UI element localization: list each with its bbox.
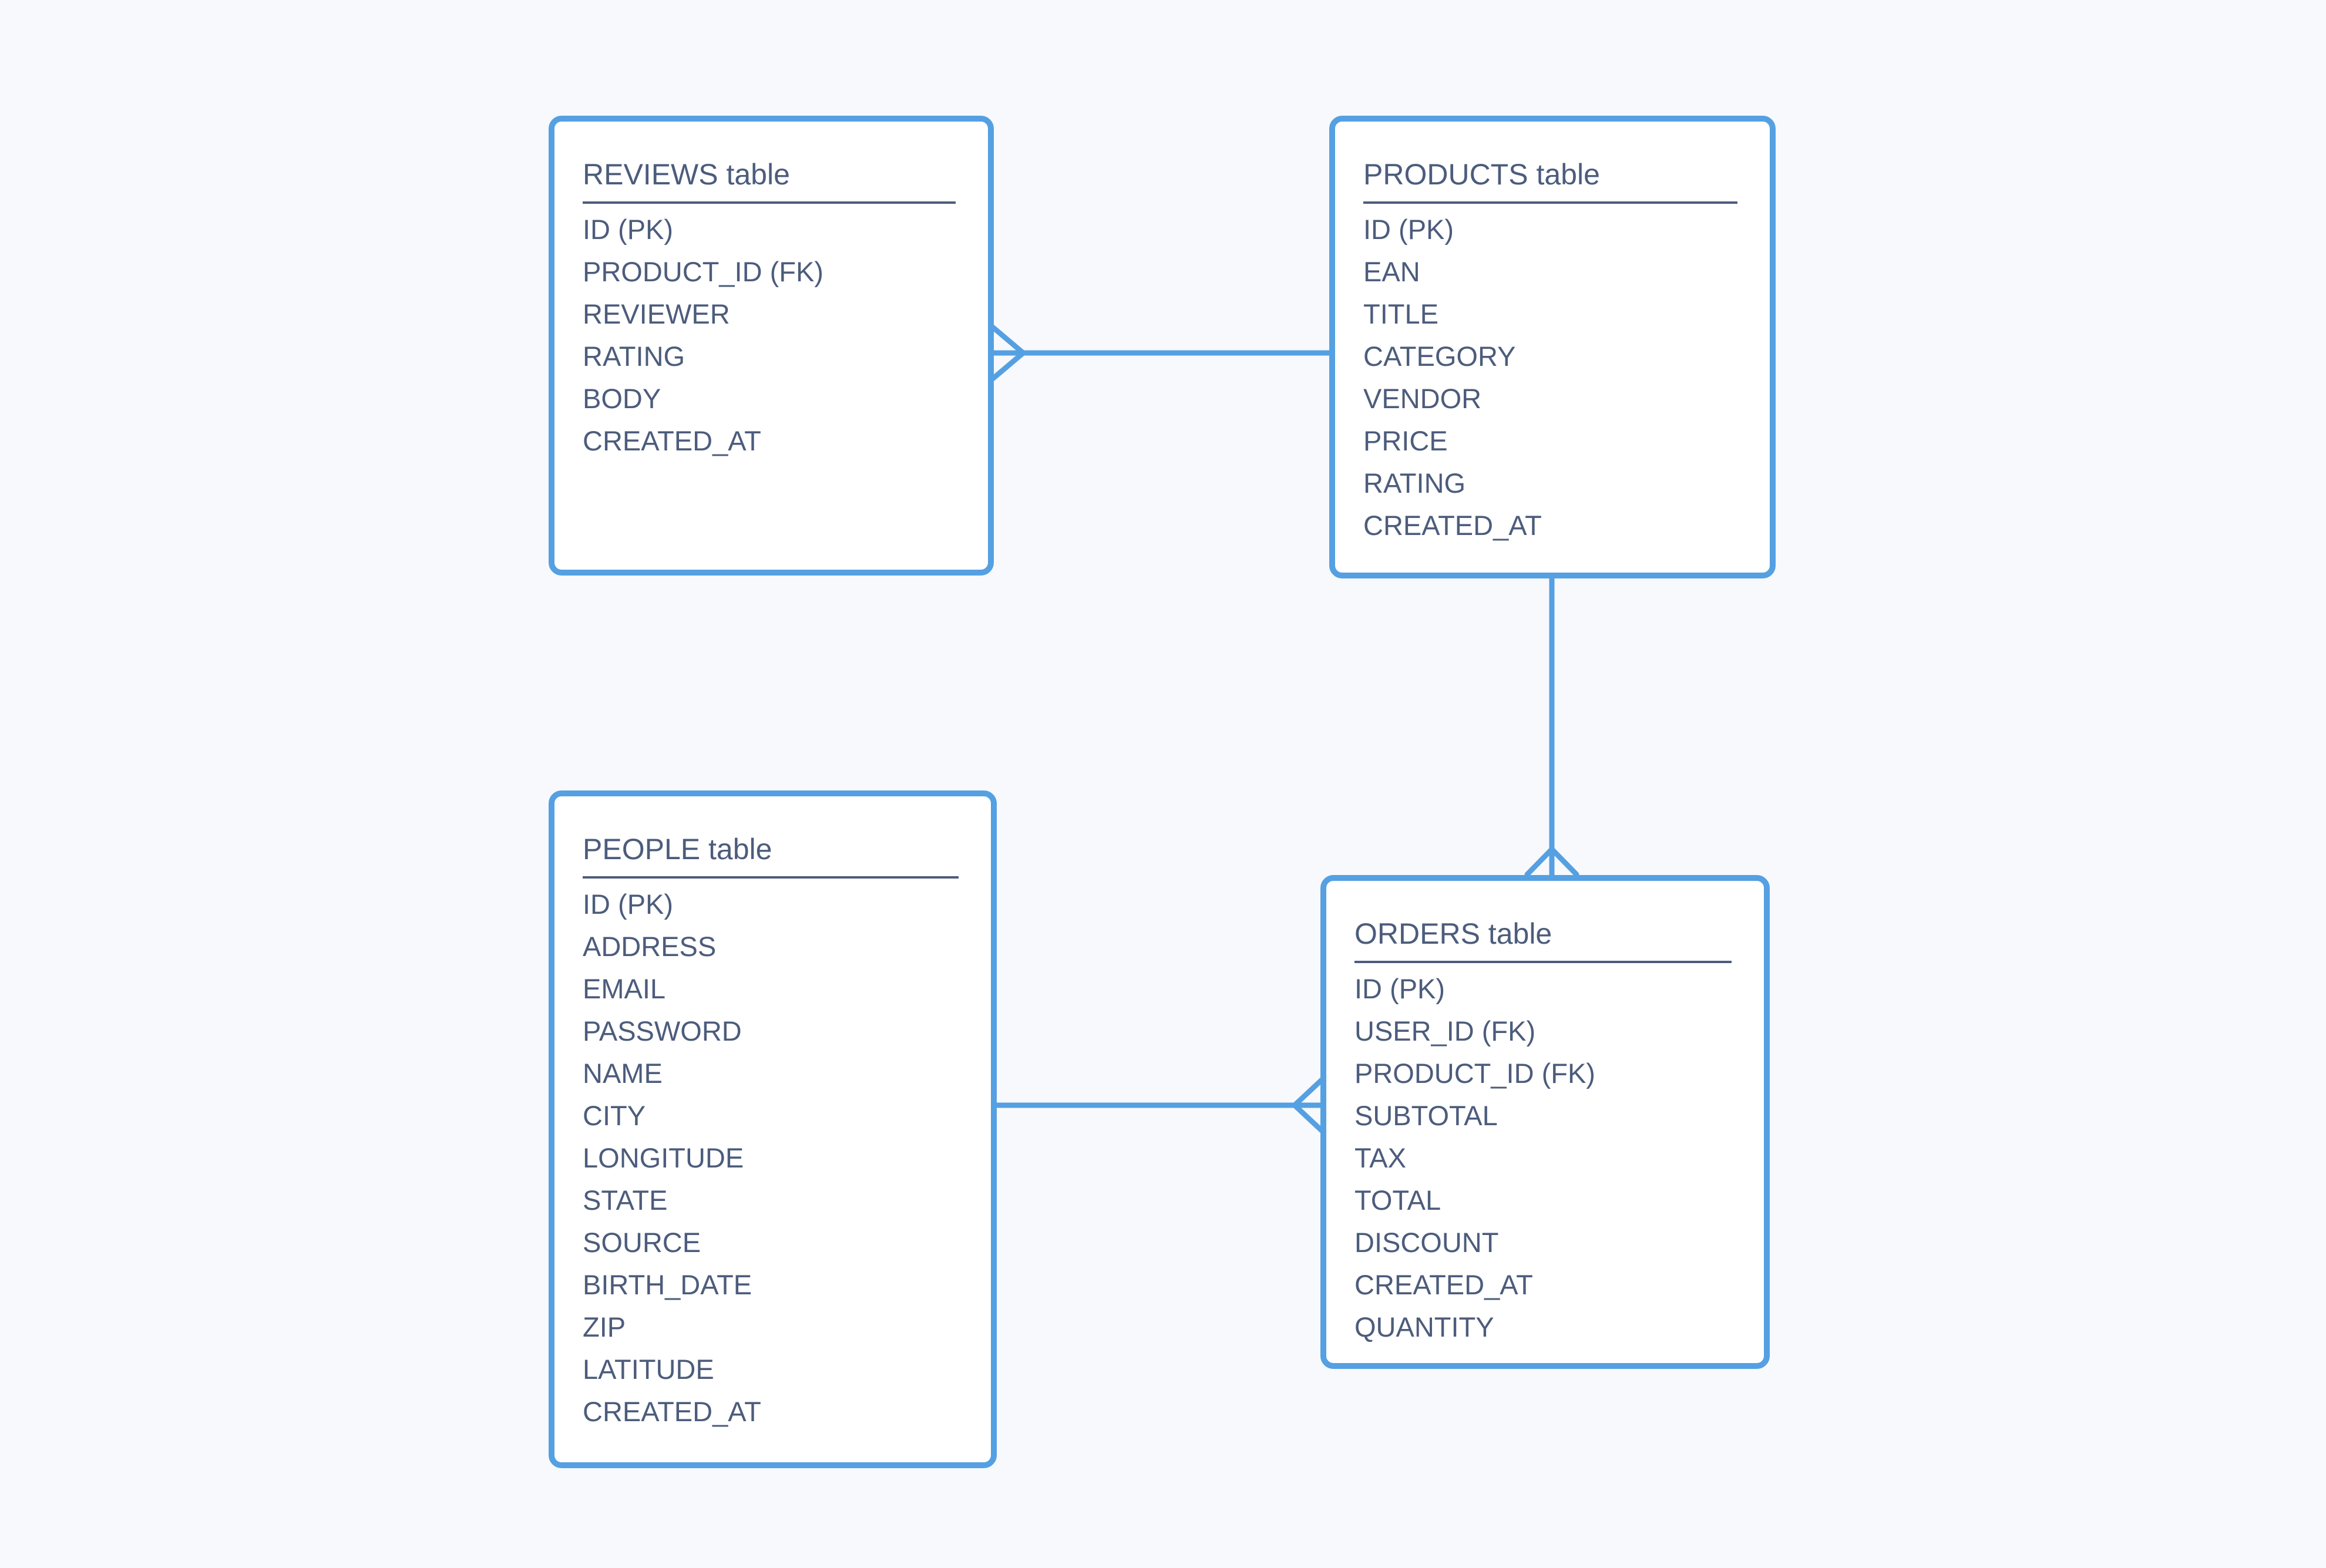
- table-orders-title: ORDERS table: [1354, 916, 1732, 963]
- table-field: NAME: [583, 1058, 663, 1089]
- table-field: ID (PK): [1354, 973, 1446, 1004]
- table-field: PRODUCT_ID (FK): [1354, 1058, 1595, 1089]
- table-orders[interactable]: ORDERS table ID (PK) USER_ID (FK) PRODUCT_…: [1320, 875, 1770, 1369]
- table-field: CITY: [583, 1100, 646, 1131]
- table-field: CATEGORY: [1363, 341, 1516, 372]
- table-field: ID (PK): [1363, 214, 1454, 245]
- table-field: ZIP: [583, 1311, 626, 1342]
- table-reviews[interactable]: REVIEWS table ID (PK) PRODUCT_ID (FK) REVI…: [549, 116, 994, 576]
- table-field: PASSWORD: [583, 1015, 742, 1047]
- table-field: RATING: [583, 341, 685, 372]
- table-people-fields: ID (PK) ADDRESS EMAIL PASSWORD NAME CITY LONGI…: [554, 879, 991, 1433]
- table-field: QUANTITY: [1354, 1311, 1494, 1342]
- relationship-people-orders-connector: [991, 1077, 1326, 1133]
- table-field: LONGITUDE: [583, 1142, 744, 1173]
- table-field: BIRTH_DATE: [583, 1269, 752, 1300]
- table-field: CREATED_AT: [1363, 510, 1542, 541]
- table-reviews-fields: ID (PK) PRODUCT_ID (FK) REVIEWER RATING BODY…: [554, 204, 988, 462]
- table-field: CREATED_AT: [583, 425, 761, 456]
- table-field: PRICE: [1363, 425, 1448, 456]
- relationship-products-reviews-connector: [989, 324, 1335, 382]
- table-field: EAN: [1363, 256, 1420, 287]
- table-field: EMAIL: [583, 973, 666, 1004]
- table-orders-fields: ID (PK) USER_ID (FK) PRODUCT_ID (FK) SUBTOT…: [1326, 963, 1764, 1348]
- table-people[interactable]: PEOPLE table ID (PK) ADDRESS EMAIL PASSWORD…: [549, 790, 997, 1468]
- table-field: LATITUDE: [583, 1354, 714, 1385]
- relationship-products-orders-connector: [1524, 573, 1579, 879]
- table-products-title: PRODUCTS table: [1363, 157, 1737, 204]
- table-field: SOURCE: [583, 1227, 701, 1258]
- table-field: SUBTOTAL: [1354, 1100, 1498, 1131]
- table-field: BODY: [583, 383, 661, 414]
- table-field: TAX: [1354, 1142, 1406, 1173]
- table-people-title: PEOPLE table: [583, 832, 959, 879]
- table-field: STATE: [583, 1185, 668, 1216]
- table-field: REVIEWER: [583, 298, 730, 329]
- table-field: RATING: [1363, 467, 1466, 499]
- table-field: ID (PK): [583, 214, 674, 245]
- table-field: CREATED_AT: [583, 1396, 761, 1427]
- table-field: ADDRESS: [583, 931, 717, 962]
- table-field: DISCOUNT: [1354, 1227, 1499, 1258]
- table-products[interactable]: PRODUCTS table ID (PK) EAN TITLE CATEGORY VE…: [1329, 116, 1776, 578]
- table-field: CREATED_AT: [1354, 1269, 1533, 1300]
- table-field: ID (PK): [583, 889, 674, 920]
- table-field: USER_ID (FK): [1354, 1015, 1536, 1047]
- table-field: TOTAL: [1354, 1185, 1441, 1216]
- table-field: PRODUCT_ID (FK): [583, 256, 823, 287]
- table-reviews-title: REVIEWS table: [583, 157, 956, 204]
- table-field: VENDOR: [1363, 383, 1482, 414]
- table-field: TITLE: [1363, 298, 1438, 329]
- table-products-fields: ID (PK) EAN TITLE CATEGORY VENDOR PRICE RATING…: [1335, 204, 1770, 547]
